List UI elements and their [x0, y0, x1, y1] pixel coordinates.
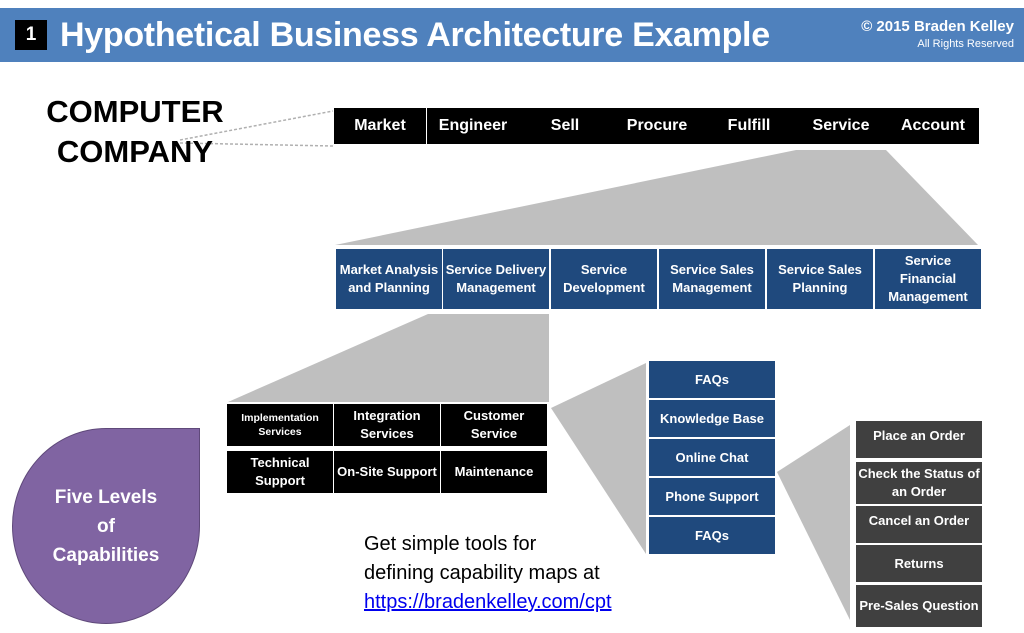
funnel-level4-to-level5 — [777, 425, 850, 620]
promo-text: Get simple tools for defining capability… — [364, 530, 612, 617]
l1-account[interactable]: Account — [887, 108, 979, 144]
l5-returns[interactable]: Returns — [856, 545, 982, 582]
funnel-level1-to-level2 — [335, 150, 978, 245]
l3-technical-support[interactable]: Technical Support — [227, 451, 333, 493]
l3-maintenance[interactable]: Maintenance — [441, 451, 547, 493]
l2-market-analysis-planning[interactable]: Market Analysis and Planning — [336, 249, 442, 309]
l2-service-delivery-management[interactable]: Service Delivery Management — [443, 249, 549, 309]
company-label-line2: COMPANY — [56, 134, 214, 169]
l3-customer-service[interactable]: Customer Service — [441, 404, 547, 446]
slide-number-badge: 1 — [15, 20, 47, 50]
l1-service[interactable]: Service — [795, 108, 887, 144]
company-label-line1: COMPUTER — [46, 94, 224, 129]
rights-text: All Rights Reserved — [917, 38, 1014, 50]
l2-service-sales-planning[interactable]: Service Sales Planning — [767, 249, 873, 309]
l4-faqs-2[interactable]: FAQs — [649, 517, 775, 554]
l3-integration-services[interactable]: Integration Services — [334, 404, 440, 446]
l1-procure[interactable]: Procure — [611, 108, 703, 144]
callout-line2: of — [97, 515, 115, 537]
five-levels-callout: Five Levels of Capabilities — [12, 428, 200, 624]
l1-fulfill[interactable]: Fulfill — [703, 108, 795, 144]
funnel-level2-to-level3 — [228, 314, 549, 402]
l5-pre-sales-question[interactable]: Pre-Sales Question — [856, 585, 982, 627]
l1-engineer[interactable]: Engineer — [427, 108, 519, 144]
page-title: Hypothetical Business Architecture Examp… — [60, 16, 770, 54]
l2-service-development[interactable]: Service Development — [551, 249, 657, 309]
l4-phone-support[interactable]: Phone Support — [649, 478, 775, 515]
company-connector-bottom — [179, 142, 334, 147]
l4-knowledge-base[interactable]: Knowledge Base — [649, 400, 775, 437]
l4-online-chat[interactable]: Online Chat — [649, 439, 775, 476]
l1-sell[interactable]: Sell — [519, 108, 611, 144]
l3-on-site-support[interactable]: On-Site Support — [334, 451, 440, 493]
promo-line1: Get simple tools for — [364, 533, 537, 555]
l3-implementation-services-label: Implementation Services — [241, 412, 319, 438]
callout-line1: Five Levels — [54, 486, 158, 508]
callout-line3: Capabilities — [52, 544, 160, 566]
copyright-text: © 2015 Braden Kelley — [861, 18, 1014, 35]
l1-market[interactable]: Market — [334, 108, 426, 144]
promo-link[interactable]: https://bradenkelley.com/cpt — [364, 591, 612, 613]
l5-check-order-status[interactable]: Check the Status of an Order — [856, 462, 982, 504]
l4-faqs[interactable]: FAQs — [649, 361, 775, 398]
title-bar — [0, 8, 1024, 62]
promo-line2: defining capability maps at — [364, 562, 600, 584]
l2-service-sales-management[interactable]: Service Sales Management — [659, 249, 765, 309]
company-connector-top — [179, 110, 334, 141]
l3-implementation-services[interactable]: Implementation Services — [227, 404, 333, 446]
l5-place-an-order[interactable]: Place an Order — [856, 421, 982, 458]
l5-cancel-an-order[interactable]: Cancel an Order — [856, 506, 982, 543]
funnel-level3-to-level4 — [551, 363, 646, 554]
company-label: COMPUTER COMPANY — [40, 92, 230, 172]
l2-service-financial-management[interactable]: Service Financial Management — [875, 249, 981, 309]
